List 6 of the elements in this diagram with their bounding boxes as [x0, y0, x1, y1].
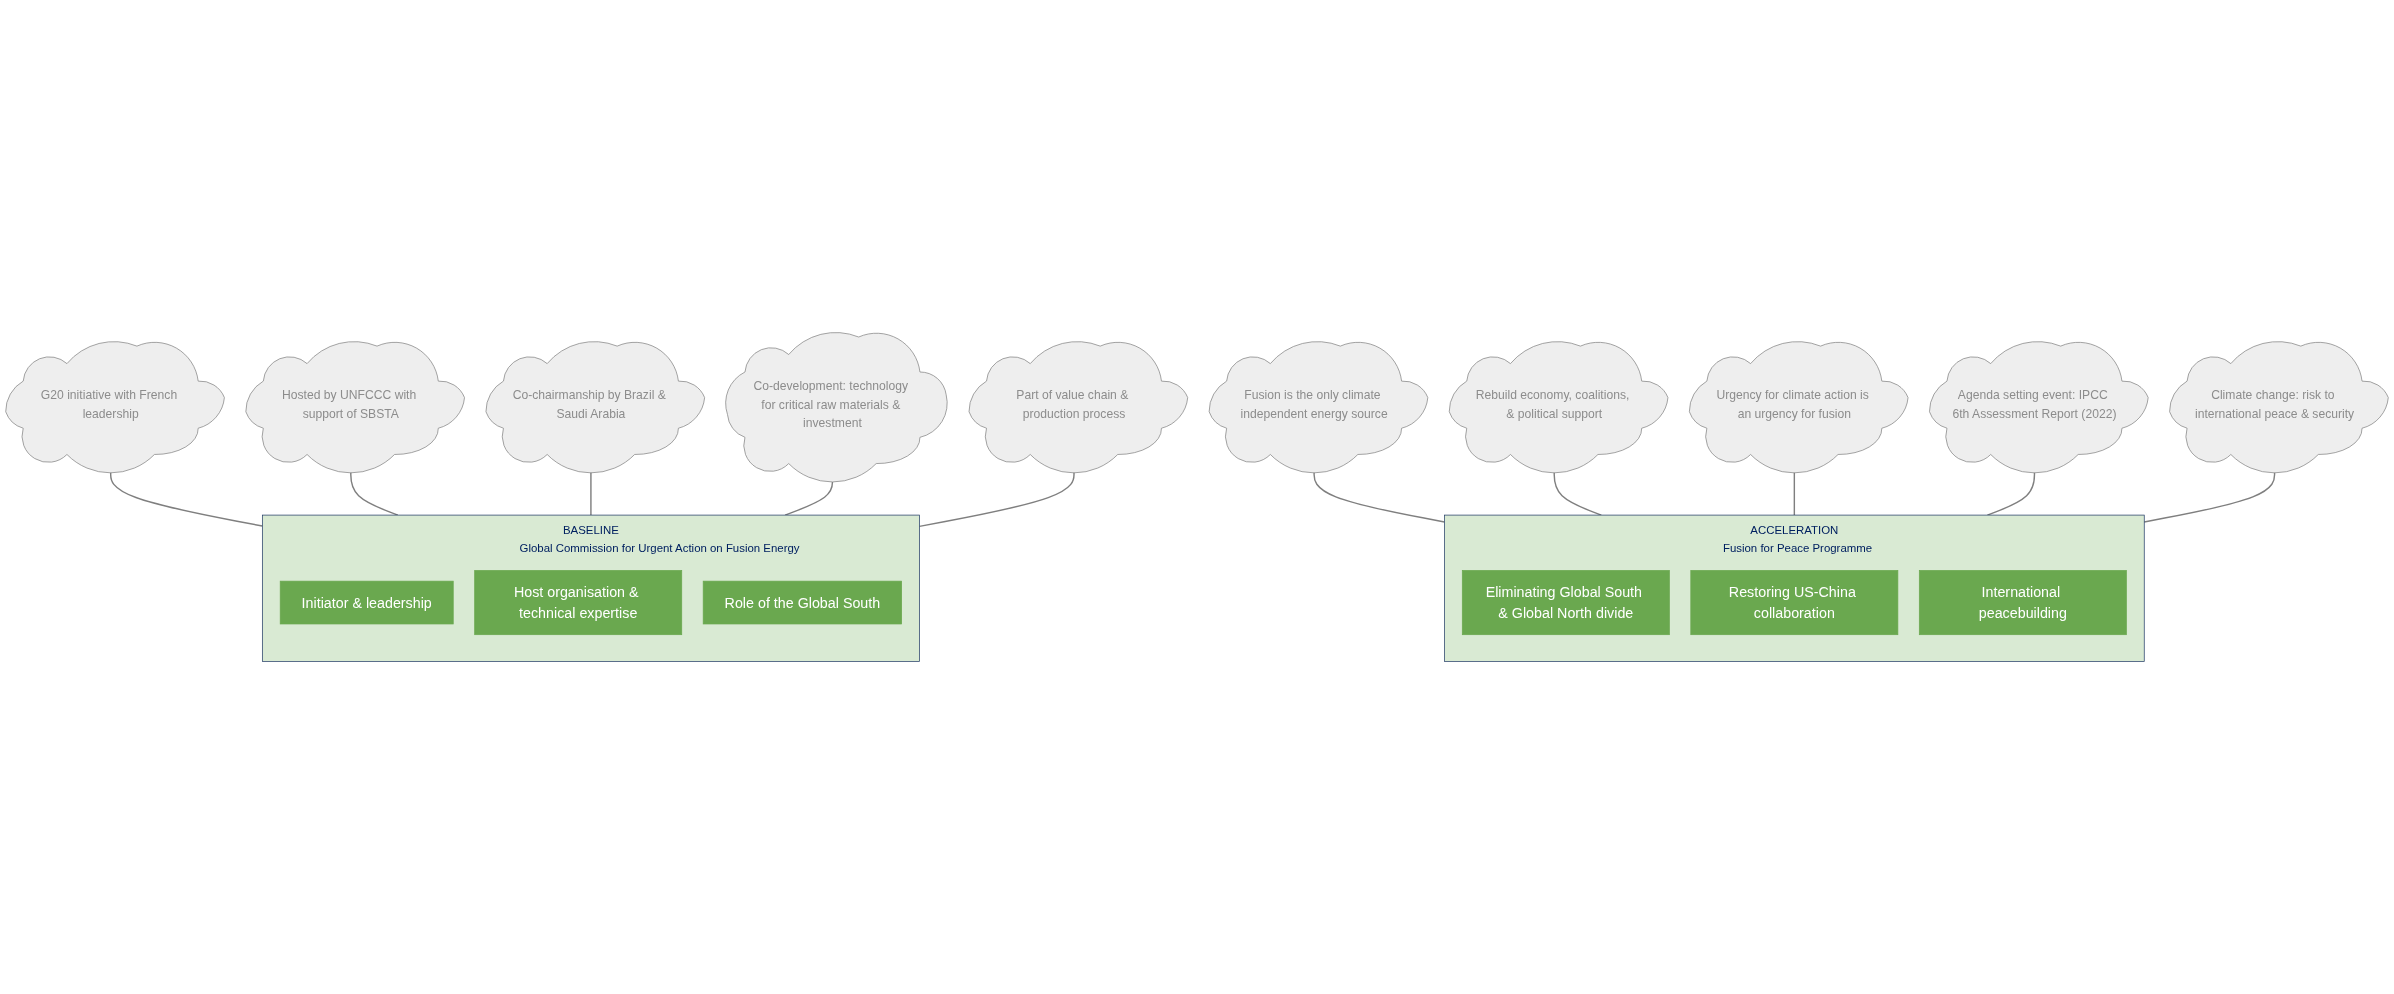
node-box: Host organisation & technical expertise: [474, 570, 683, 636]
node-box: Initiator & leadership: [279, 580, 454, 625]
node-box: Role of the Global South: [702, 580, 902, 625]
node-box: International peacebuilding: [1918, 570, 2127, 636]
node-box: Restoring US-China collaboration: [1690, 570, 1899, 636]
node-box: Eliminating Global South & Global North divide: [1461, 570, 1670, 636]
